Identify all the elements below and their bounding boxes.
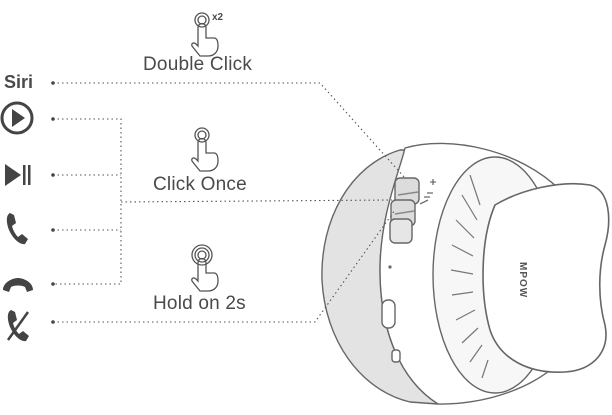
cup-plate [482,182,610,373]
volume-down-button [389,218,413,244]
hang-up-icon [3,278,33,292]
hold-label: Hold on 2s [153,293,246,314]
mic-hole [388,265,392,269]
aux-port [391,349,401,363]
vent-slots [450,174,489,379]
double-click-multiplier: x2 [212,12,224,23]
connector-lines [53,82,406,323]
headphone-earcup [321,142,610,405]
siri-label: Siri [4,72,34,92]
double-click-label: Double Click [143,54,253,75]
connector-siri [53,82,406,179]
play-pause-icon [5,164,31,186]
play-circle-icon [0,101,34,135]
phone-reject-icon [6,310,30,342]
brand-logo: MPOW [517,262,528,299]
finger-hold-icon [191,244,219,292]
button-divider [394,191,419,215]
line-dots [51,81,55,324]
connector-click-once [120,199,393,203]
connector-reject [53,209,396,323]
connector-bracket [53,118,122,285]
button-marks [419,179,436,205]
click-once-label: Click Once [153,174,247,195]
finger-tap-icon-double [191,12,219,57]
phone-icon [6,213,29,245]
usb-port [381,299,396,329]
finger-tap-icon-once [191,127,219,172]
